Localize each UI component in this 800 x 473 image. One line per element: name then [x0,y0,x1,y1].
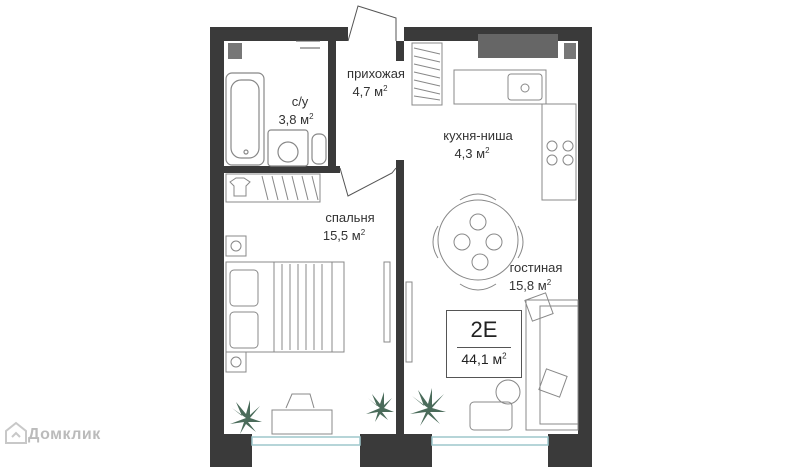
room-areas: 4,7 м2 3,8 м2 4,3 м2 15,5 м2 15,8 м2 [278,84,551,293]
bedroom-name: спальня [325,210,374,225]
desk [271,393,333,435]
doors [296,5,397,197]
living-area-sup: 2 [547,278,552,287]
room-labels: прихожая с/у кухня-ниша спальня гостиная [292,66,563,275]
watermark-text: Домклик [28,426,101,443]
dining-table [432,193,524,291]
kitchen-fixtures [453,69,577,201]
hallway-area: 4,7 м [352,84,383,99]
hallway-name: прихожая [347,66,405,81]
type-divider [457,347,511,348]
bathroom-name: с/у [292,94,309,109]
bedroom-area-sup: 2 [361,228,366,237]
svg-text:15,8 м2: 15,8 м2 [509,278,552,293]
bathroom-area-sup: 2 [309,112,314,121]
living-name: гостиная [510,260,563,275]
window-blocks [228,34,576,59]
sofa [469,292,579,431]
hallway-wardrobe [411,42,443,106]
total-area-sup: 2 [502,351,507,361]
svg-text:4,3 м2: 4,3 м2 [454,146,490,161]
total-area-value: 44,1 м [461,351,503,367]
apartment-total-area: 44,1 м2 [447,351,521,367]
wardrobe [225,173,321,203]
apartment-type-box: 2Е 44,1 м2 [446,310,522,378]
apartment-type: 2Е [470,317,498,342]
kitchen-name: кухня-ниша [443,128,513,143]
bathroom-area: 3,8 м [278,112,309,127]
svg-text:15,5 м2: 15,5 м2 [323,228,366,243]
tv-panels [383,261,413,363]
kitchen-area: 4,3 м [454,146,485,161]
bed [225,235,345,373]
svg-text:4,7 м2: 4,7 м2 [352,84,388,99]
kitchen-area-sup: 2 [485,146,490,155]
plants [230,388,446,434]
living-area: 15,8 м [509,278,547,293]
bathroom-fixtures [225,72,327,167]
domclick-logo-icon [5,421,27,444]
svg-text:3,8 м2: 3,8 м2 [278,112,314,127]
bedroom-area: 15,5 м [323,228,361,243]
hallway-area-sup: 2 [383,84,388,93]
walls [210,27,592,467]
bottom-windows [251,436,549,446]
